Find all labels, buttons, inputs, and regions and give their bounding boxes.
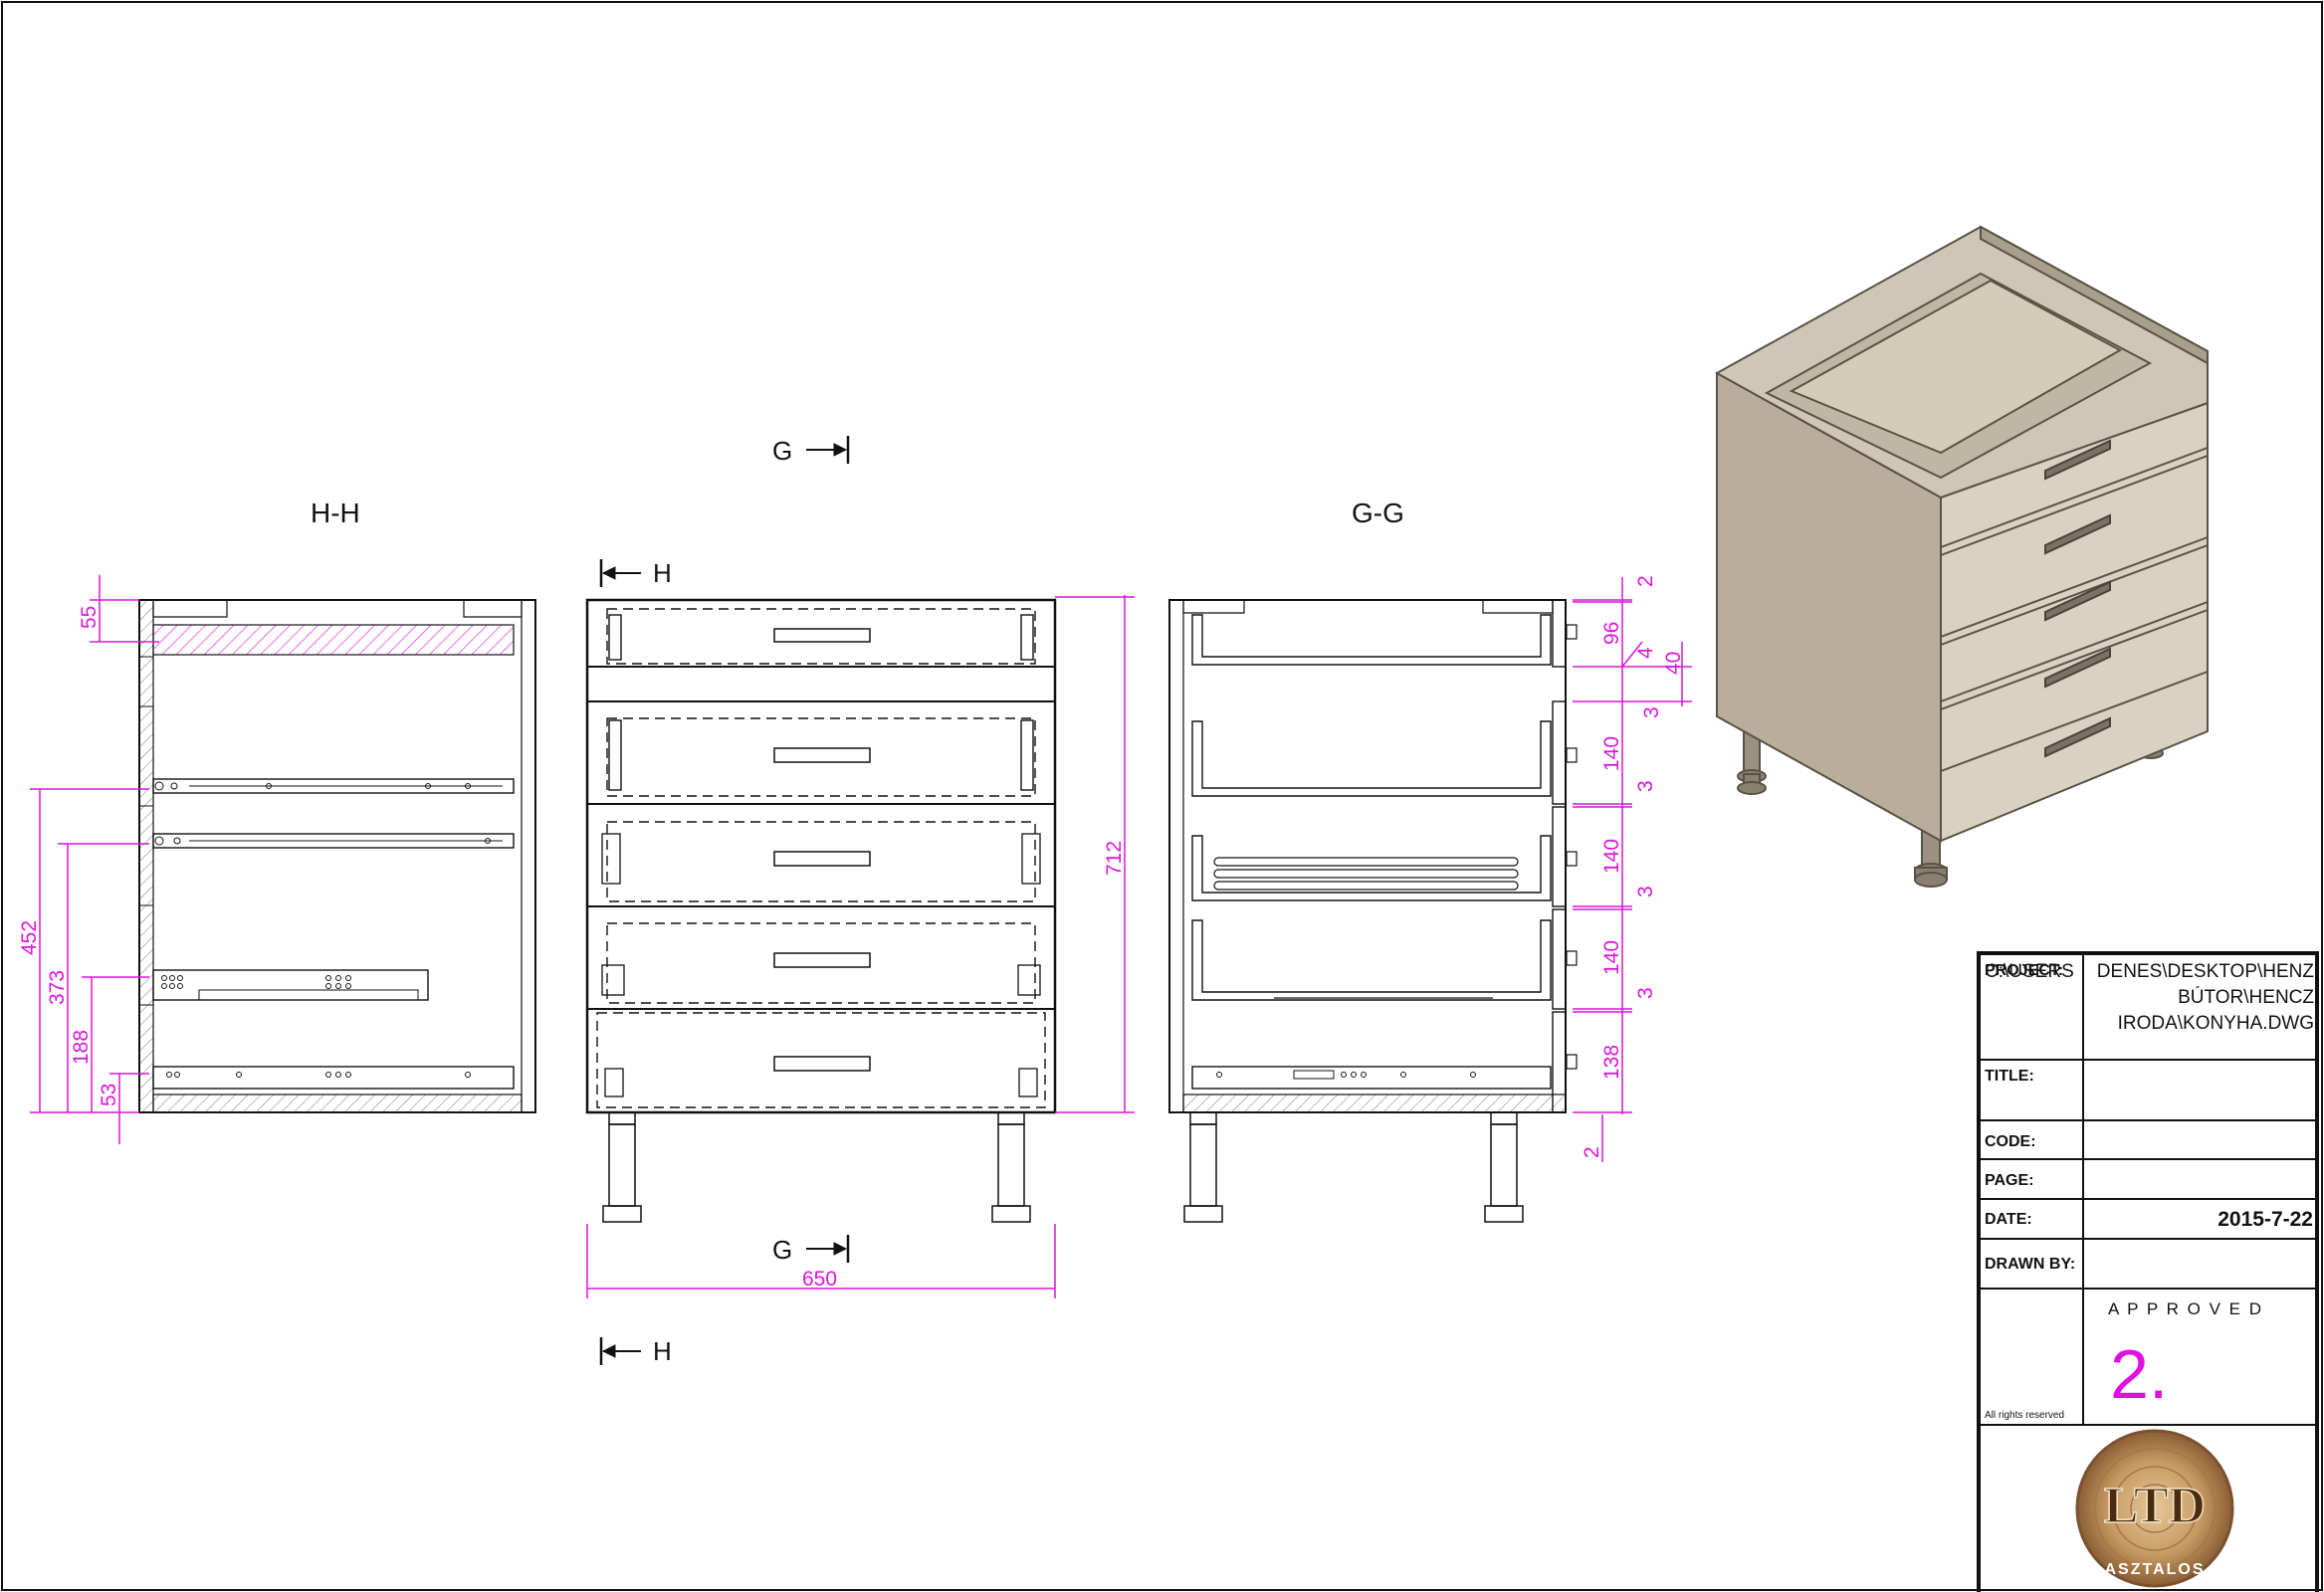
dim-width-total: 650 [802, 1268, 837, 1291]
cut-g-bottom-label: G [772, 1235, 792, 1265]
section-gg-view: G-G [1168, 498, 1578, 1223]
dim-top-rail: 55 [78, 606, 101, 629]
dim-53: 53 [98, 1084, 120, 1106]
front-dimensions [586, 595, 1135, 1298]
dim-gg-2-top: 2 [1634, 575, 1657, 587]
dim-gg-3b: 3 [1634, 780, 1657, 792]
dim-gg-140b: 140 [1600, 839, 1623, 874]
cut-h-top-label: H [653, 558, 672, 588]
logo-text: LTD [2104, 1478, 2206, 1534]
dim-gg-4: 4 [1634, 647, 1657, 659]
dim-gg-3d: 3 [1634, 987, 1657, 999]
project-path-line2: BÚTOR\HENCZ [2178, 986, 2314, 1008]
dim-373: 373 [46, 970, 69, 1005]
dim-188: 188 [70, 1030, 93, 1065]
dim-gg-138: 138 [1600, 1045, 1623, 1080]
drawn-by-label: DRAWN BY: [1985, 1256, 2075, 1273]
isometric-cabinet [1714, 225, 2209, 888]
date-value: 2015-7-22 [2218, 1208, 2313, 1231]
dim-gg-140c: 140 [1600, 940, 1623, 975]
dim-gg-3a: 3 [1640, 706, 1663, 718]
company-logo: LTD ASZTALOS [2075, 1429, 2234, 1588]
dim-452: 452 [18, 920, 41, 955]
section-hh-label: H-H [311, 498, 360, 528]
gg-dimensions [1573, 577, 1692, 1162]
section-hh-view: H-H [138, 498, 536, 1113]
project-overlap: C:\USERS [1985, 961, 2074, 982]
project-path-line3: IRODA\KONYHA.DWG [2118, 1013, 2314, 1034]
hh-dimensions [30, 575, 159, 1144]
front-view: G H [585, 436, 1057, 1366]
rights-text: All rights reserved [1985, 1410, 2064, 1421]
dim-gg-140a: 140 [1600, 736, 1623, 771]
cut-g-top-label: G [772, 436, 792, 466]
logo-subtext: ASZTALOS [2104, 1561, 2205, 1578]
section-gg-label: G-G [1352, 498, 1404, 528]
title-block [1977, 951, 2319, 1592]
project-path-line1: DENES\DESKTOP\HENZ [2097, 961, 2315, 982]
approved-label: A P P R O V E D [2108, 1299, 2263, 1318]
date-label: DATE: [1985, 1211, 2032, 1228]
title-label: TITLE: [1985, 1068, 2034, 1085]
dim-gg-96: 96 [1600, 622, 1623, 645]
dim-gg-3c: 3 [1634, 886, 1657, 897]
code-label: CODE: [1985, 1133, 2036, 1150]
cut-h-bottom-label: H [653, 1336, 672, 1366]
dim-gg-2-bottom: 2 [1581, 1146, 1603, 1158]
approved-value: 2. [2110, 1335, 2168, 1413]
dim-height-total: 712 [1103, 841, 1126, 876]
page-label: PAGE: [1985, 1172, 2033, 1189]
dim-gg-40: 40 [1662, 652, 1685, 675]
project-label: PROJECT: [1985, 962, 2063, 979]
